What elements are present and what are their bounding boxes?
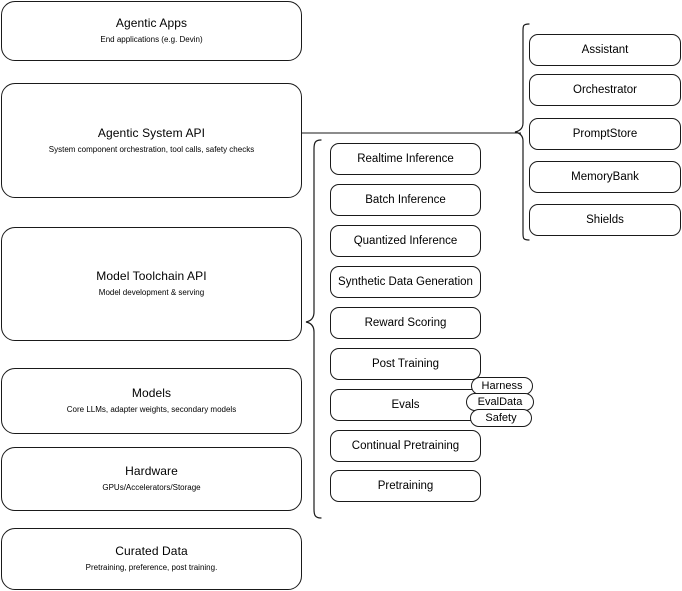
stack-layer-subtitle: End applications (e.g. Devin) <box>100 35 203 44</box>
capability-batch-inference[interactable]: Batch Inference <box>330 184 481 216</box>
stack-layer-subtitle: Core LLMs, adapter weights, secondary mo… <box>66 405 237 414</box>
stack-layer-model-toolchain-api[interactable]: Model Toolchain API Model development & … <box>1 227 302 341</box>
system-component-orchestrator[interactable]: Orchestrator <box>529 74 681 106</box>
capability-label: Realtime Inference <box>357 153 454 165</box>
system-api-connector-line <box>300 132 521 134</box>
capability-evals[interactable]: Evals <box>330 389 481 421</box>
system-component-label: PromptStore <box>572 128 638 140</box>
stack-layer-models[interactable]: Models Core LLMs, adapter weights, secon… <box>1 368 302 434</box>
capability-label: Continual Pretraining <box>351 440 460 452</box>
evals-badge-safety[interactable]: Safety <box>470 409 532 427</box>
system-component-memorybank[interactable]: MemoryBank <box>529 161 681 193</box>
stack-layer-title: Hardware <box>125 464 178 478</box>
stack-layer-hardware[interactable]: Hardware GPUs/Accelerators/Storage <box>1 447 302 511</box>
system-component-label: Assistant <box>581 44 629 56</box>
stack-layer-title: Agentic Apps <box>115 16 188 30</box>
capability-quantized-inference[interactable]: Quantized Inference <box>330 225 481 257</box>
capability-label: Quantized Inference <box>353 235 458 247</box>
stack-layer-title: Agentic System API <box>97 125 206 140</box>
system-component-shields[interactable]: Shields <box>529 204 681 236</box>
capability-continual-pretraining[interactable]: Continual Pretraining <box>330 430 481 462</box>
evals-badge-harness[interactable]: Harness <box>471 377 533 395</box>
capability-realtime-inference[interactable]: Realtime Inference <box>330 143 481 175</box>
stack-layer-title: Models <box>131 386 172 400</box>
evals-badge-label: Safety <box>485 411 517 424</box>
evals-badge-evaldata[interactable]: EvalData <box>466 393 534 411</box>
system-component-label: Shields <box>586 214 624 226</box>
capability-reward-scoring[interactable]: Reward Scoring <box>330 307 481 339</box>
capability-label: Post Training <box>371 358 440 370</box>
stack-layer-subtitle: Pretraining, preference, post training. <box>85 563 218 572</box>
capability-label: Synthetic Data Generation <box>338 276 473 288</box>
capability-label: Pretraining <box>377 480 434 492</box>
stack-layer-subtitle: System component orchestration, tool cal… <box>48 144 255 154</box>
capability-post-training[interactable]: Post Training <box>330 348 481 380</box>
stack-layer-title: Model Toolchain API <box>96 269 207 283</box>
capability-label: Evals <box>391 399 420 411</box>
system-component-label: MemoryBank <box>571 171 639 183</box>
system-component-assistant[interactable]: Assistant <box>529 34 681 66</box>
system-component-promptstore[interactable]: PromptStore <box>529 118 681 150</box>
capability-pretraining[interactable]: Pretraining <box>330 470 481 502</box>
capability-label: Batch Inference <box>365 194 446 206</box>
stack-layer-title: Curated Data <box>115 544 188 558</box>
stack-layer-subtitle: GPUs/Accelerators/Storage <box>102 483 201 492</box>
stack-layer-subtitle: Model development & serving <box>98 288 205 297</box>
evals-badge-label: Harness <box>481 379 523 392</box>
stack-layer-agentic-system-api[interactable]: Agentic System API System component orch… <box>1 83 302 198</box>
capability-synthetic-data-generation[interactable]: Synthetic Data Generation <box>330 266 481 298</box>
system-component-label: Orchestrator <box>573 84 637 96</box>
capability-label: Reward Scoring <box>364 317 447 329</box>
evals-badge-label: EvalData <box>477 395 523 408</box>
stack-layer-curated-data[interactable]: Curated Data Pretraining, preference, po… <box>1 528 302 590</box>
toolchain-capabilities-brace <box>305 139 322 519</box>
stack-layer-agentic-apps[interactable]: Agentic Apps End applications (e.g. Devi… <box>1 1 302 61</box>
